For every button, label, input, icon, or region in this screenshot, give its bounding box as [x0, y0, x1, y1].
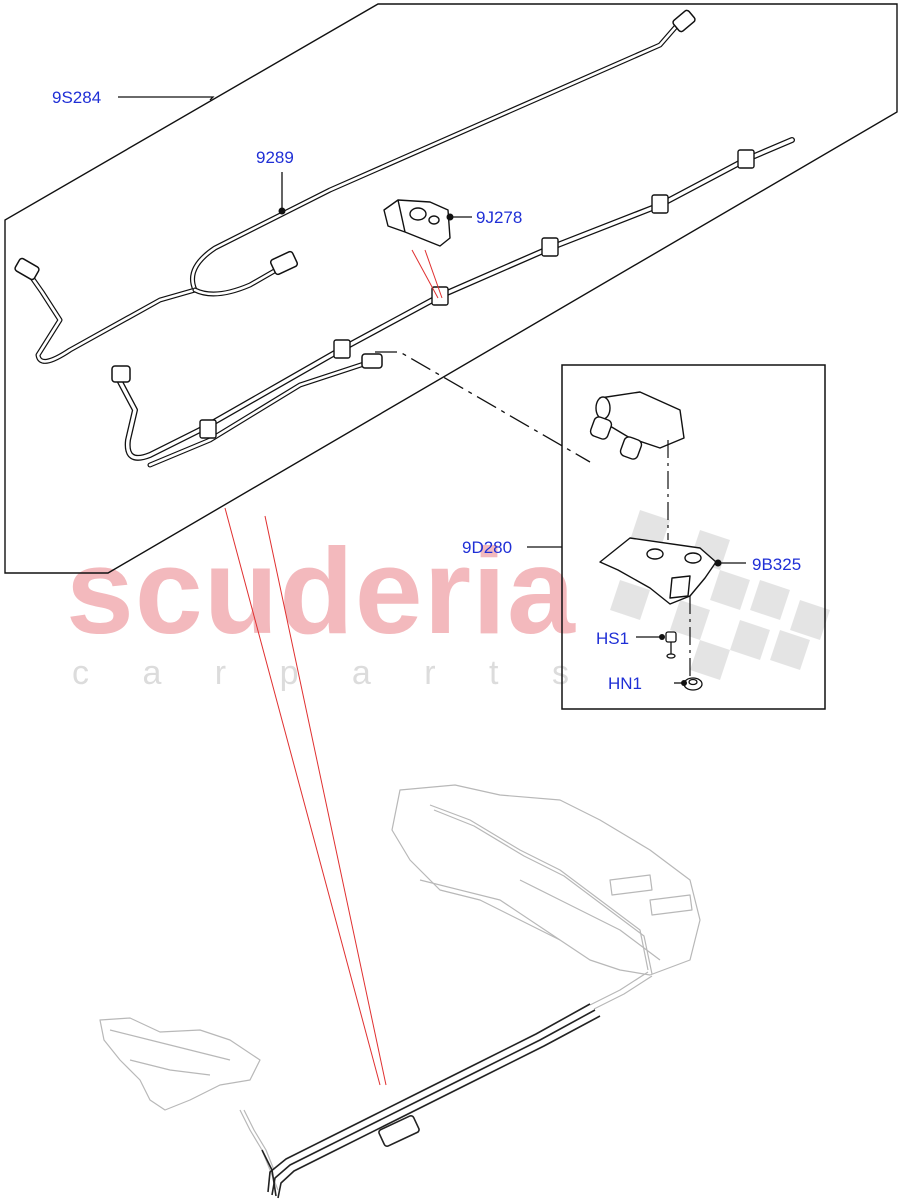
- fuel-line-bundle: [111, 137, 795, 468]
- callout-9J278[interactable]: 9J278: [476, 208, 523, 227]
- checkered-flag-icon: [610, 510, 830, 680]
- callout-9289[interactable]: 9289: [256, 148, 294, 167]
- fuel-line-9289: [14, 9, 696, 364]
- vertical-dash-line: [667, 440, 691, 680]
- watermark: scuderia c a r p a r t s: [66, 510, 830, 692]
- watermark-tagline: c a r p a r t s: [72, 654, 591, 692]
- assembly-frame: [4, 3, 898, 574]
- watermark-brand: scuderia: [66, 523, 576, 659]
- callout-9D280[interactable]: 9D280: [462, 538, 513, 557]
- callout-9S284[interactable]: 9S284: [52, 88, 102, 107]
- red-locator-lines: [224, 507, 387, 1086]
- detail-box: [561, 364, 826, 710]
- tee-connector: [589, 391, 685, 460]
- red-pointer-9J278: [411, 249, 443, 299]
- bracket-9B325: [599, 537, 717, 605]
- detail-link-line: [375, 351, 591, 463]
- nut-HN1: [683, 677, 703, 691]
- callout-9B325[interactable]: 9B325: [752, 555, 802, 574]
- callout-HN1[interactable]: HN1: [608, 674, 643, 693]
- leader-9S284: [118, 96, 215, 101]
- clip-9J278: [383, 199, 451, 247]
- vehicle-context-ghost: [99, 784, 701, 1191]
- fuel-line-route-highlight: [261, 1003, 601, 1199]
- callout-HS1[interactable]: HS1: [596, 629, 630, 648]
- screw-HS1: [665, 631, 677, 659]
